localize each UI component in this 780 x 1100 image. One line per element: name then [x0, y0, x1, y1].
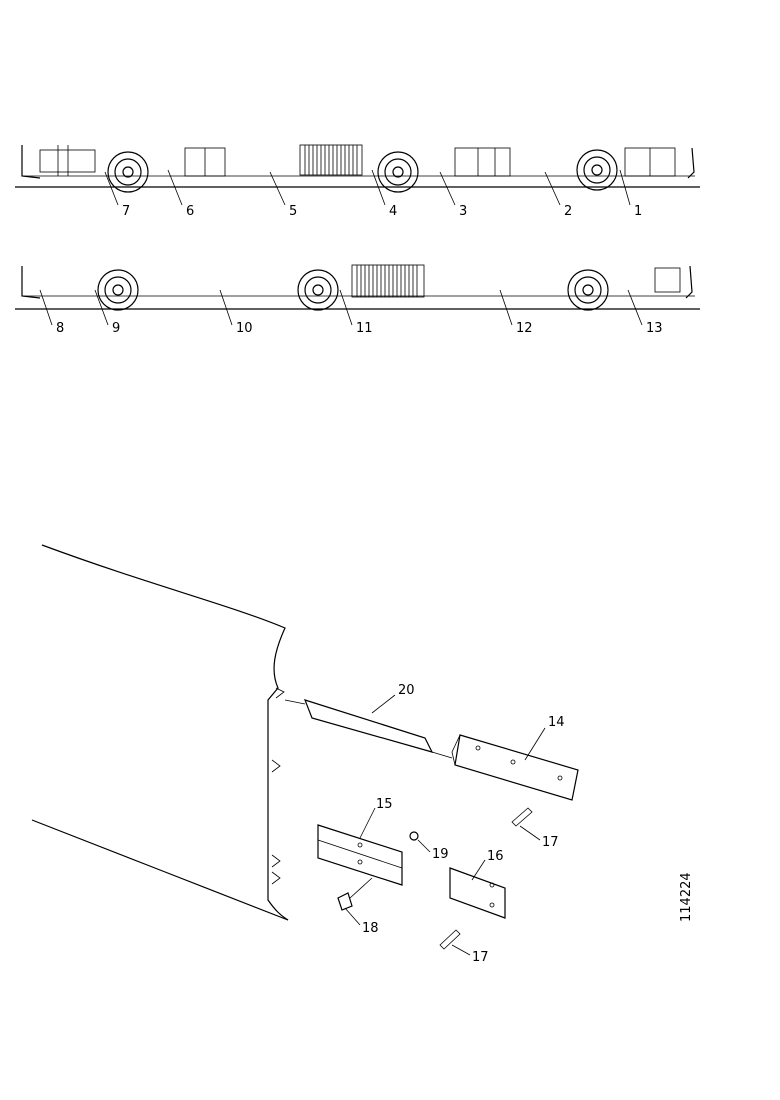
callout-label: 10 — [236, 321, 253, 336]
callout-label: 17 — [472, 950, 489, 965]
part-19-washer: 19 — [409, 831, 449, 862]
part-18-nut: 18 — [337, 877, 379, 936]
part-17-fastener: 17 — [439, 929, 489, 965]
callout-label: 7 — [122, 204, 130, 219]
wheel — [107, 151, 149, 193]
callout-label: 19 — [432, 847, 449, 862]
callout-label: 3 — [459, 204, 467, 219]
wheel — [297, 269, 339, 311]
part-15-plate: 15 — [317, 797, 403, 886]
wheel — [567, 269, 609, 311]
engine-grille — [351, 264, 425, 298]
bus-side-view-top: 1 2 3 4 5 6 7 — [15, 144, 700, 219]
part-17-fastener: 17 — [511, 807, 559, 850]
leader-lines — [104, 169, 631, 206]
callout-label: 2 — [564, 204, 572, 219]
callout-label: 18 — [362, 921, 379, 936]
callout-label: 16 — [487, 849, 504, 864]
bus-side-view-middle: 8 9 10 11 12 13 — [15, 264, 700, 336]
part-14-bracket: 14 — [451, 715, 579, 801]
callout-label: 4 — [389, 204, 397, 219]
callout-label: 13 — [646, 321, 663, 336]
engine-grille — [299, 144, 363, 176]
callout-label: 6 — [186, 204, 194, 219]
wheel — [576, 149, 618, 191]
callout-label: 15 — [376, 797, 393, 812]
callout-label: 17 — [542, 835, 559, 850]
callout-label: 12 — [516, 321, 533, 336]
callout-label: 9 — [112, 321, 120, 336]
callout-label: 11 — [356, 321, 373, 336]
window-frames — [39, 145, 676, 177]
wheel — [377, 151, 419, 193]
wheel — [97, 269, 139, 311]
callout-label: 5 — [289, 204, 297, 219]
callout-label: 20 — [398, 683, 415, 698]
leader-lines — [39, 289, 643, 326]
figure-number: 114224 — [679, 872, 694, 922]
callout-label: 1 — [634, 204, 642, 219]
callout-label: 8 — [56, 321, 64, 336]
callout-label: 14 — [548, 715, 565, 730]
part-20-strip: 20 — [284, 683, 453, 759]
body-panel-detail: 20 14 15 16 — [31, 544, 579, 965]
part-16-plate: 16 — [449, 849, 506, 919]
